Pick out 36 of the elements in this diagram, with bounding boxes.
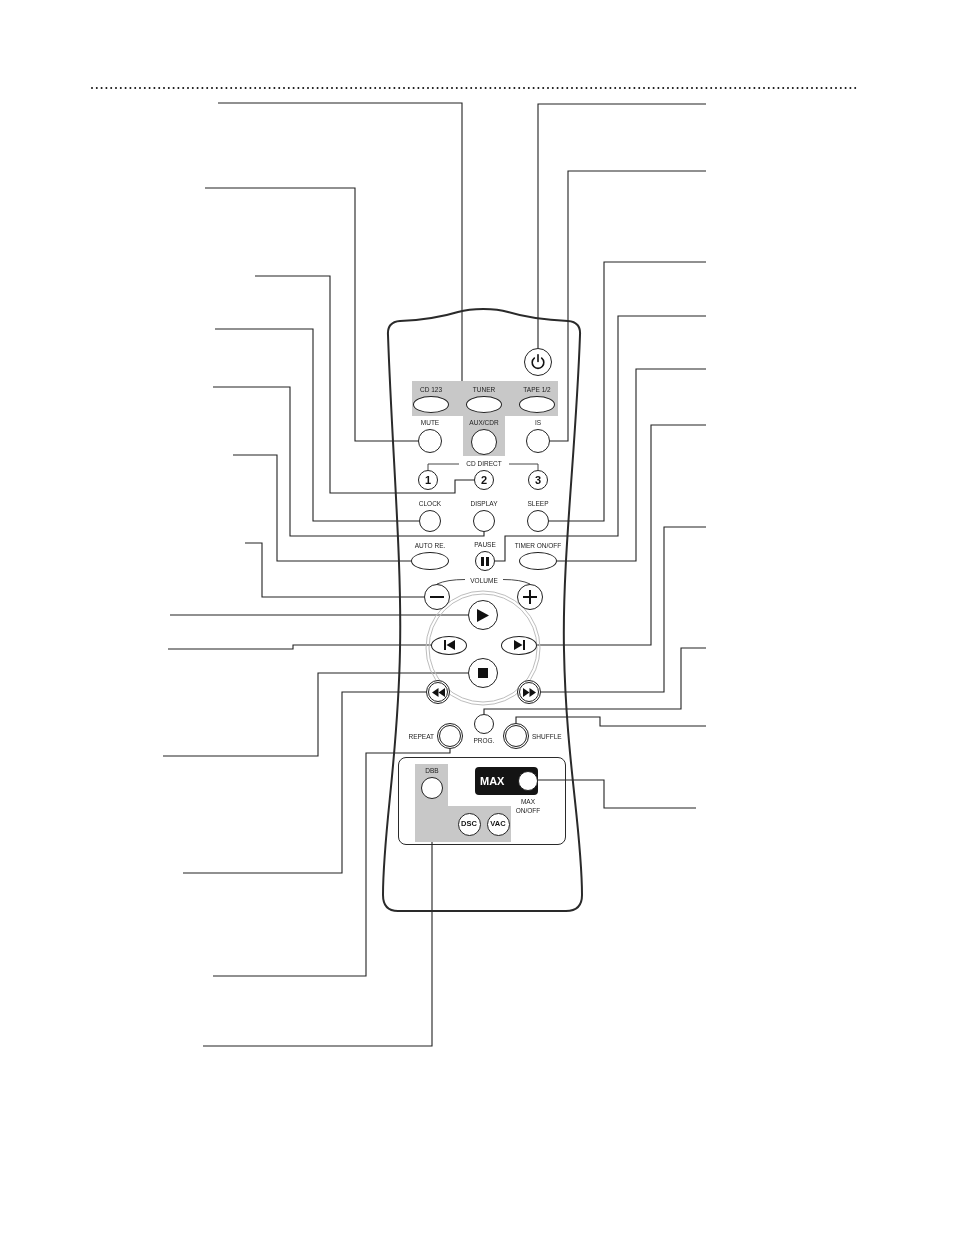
leader-line: [494, 315, 707, 562]
leader-line: [232, 454, 412, 562]
oval-button: [431, 635, 467, 655]
leader-line: [217, 102, 463, 382]
leader-line: [556, 368, 707, 562]
leader-line: [212, 386, 485, 537]
round-button: [468, 658, 498, 688]
leader-line: [515, 716, 707, 727]
round-button: 1: [418, 470, 438, 490]
leader-line: [537, 103, 707, 349]
leader-line: [254, 275, 475, 494]
leader-line: [182, 691, 427, 874]
button-panel: [398, 757, 566, 845]
round-button: [524, 348, 552, 376]
round-button: [517, 584, 543, 610]
leader-line: [548, 261, 707, 522]
round-button: [468, 600, 498, 630]
round-button: [517, 680, 541, 704]
oval-button: [501, 635, 537, 655]
leader-line: [202, 841, 433, 1047]
round-button: [426, 680, 450, 704]
leader-line: [214, 328, 420, 522]
leader-line: [536, 424, 707, 646]
round-button: [424, 584, 450, 610]
leader-line: [537, 779, 697, 809]
leader-line: [549, 170, 707, 442]
leader-line: [204, 187, 419, 442]
round-button: 2: [474, 470, 494, 490]
leader-line: [169, 614, 469, 616]
leader-line: [244, 542, 425, 598]
leader-line: [483, 647, 707, 715]
leader-line: [167, 644, 432, 650]
leader-line: [162, 672, 469, 757]
round-button: 3: [528, 470, 548, 490]
leader-line: [540, 526, 707, 693]
leader-line: [212, 748, 451, 977]
